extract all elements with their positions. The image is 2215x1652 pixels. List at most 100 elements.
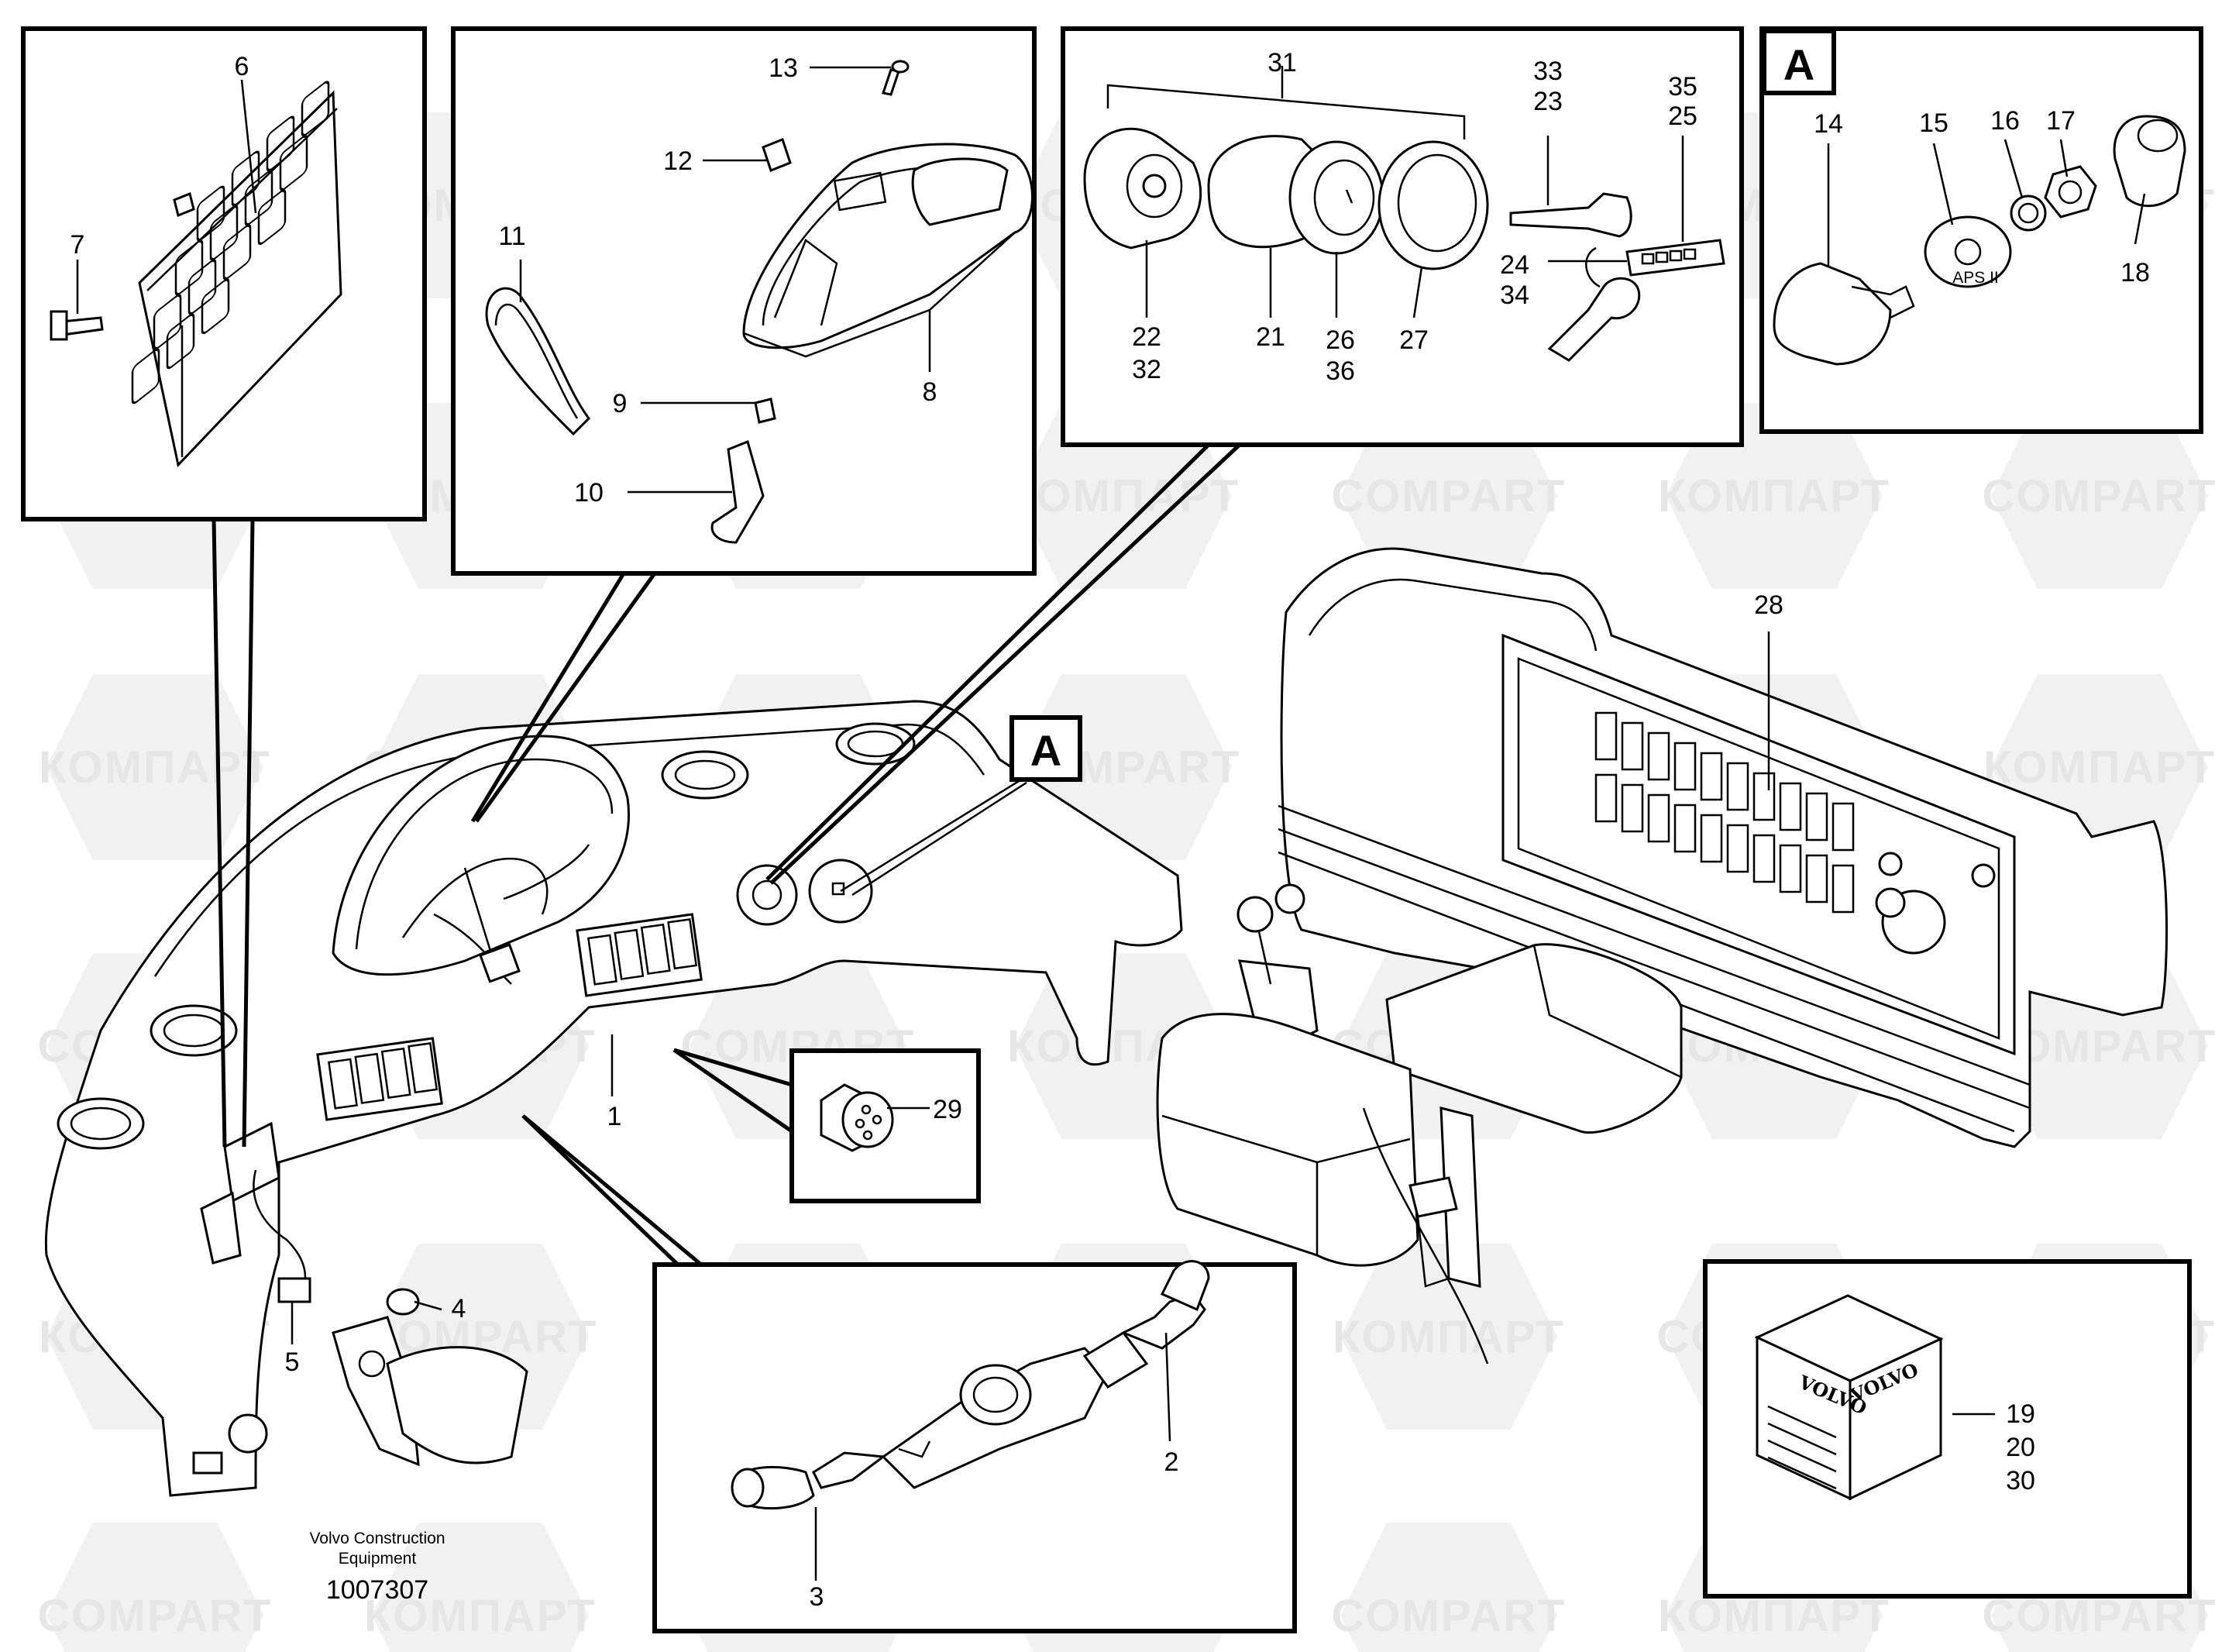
label-36: 36 xyxy=(1326,356,1355,386)
label-26: 26 xyxy=(1326,325,1355,355)
console-rocker-switch xyxy=(1647,793,1670,843)
key-tag-digits xyxy=(1641,248,1697,265)
armrest xyxy=(1385,943,1683,1134)
joystick-knob xyxy=(1236,896,1274,933)
label-13: 13 xyxy=(769,53,798,83)
console-rocker-switch xyxy=(1673,742,1697,791)
callout-A-label: A xyxy=(1030,726,1061,775)
gauge-cluster-opening xyxy=(332,735,630,976)
console-rocker-switch xyxy=(1726,762,1749,811)
label-33: 33 xyxy=(1533,57,1563,86)
keypad-buttons xyxy=(131,81,330,404)
label-18: 18 xyxy=(2120,258,2150,287)
console-rocker-switch xyxy=(1621,721,1644,771)
console-rocker-switch xyxy=(1621,783,1644,833)
label-11: 11 xyxy=(498,222,525,251)
label-5: 5 xyxy=(285,1347,300,1377)
keypad-button xyxy=(222,224,252,280)
label-23: 23 xyxy=(1533,87,1563,116)
vent-left-2 xyxy=(57,1097,145,1150)
label-24: 24 xyxy=(1500,250,1529,280)
knob-18 xyxy=(2113,115,2186,208)
switch-panel xyxy=(1501,633,2016,1056)
detail-A-flag-box xyxy=(1762,29,1836,95)
label-7: 7 xyxy=(71,230,85,260)
watermark-text: КОМПАРТ xyxy=(39,742,271,793)
watermark-text: COMPART xyxy=(1332,1591,1567,1641)
label-32: 32 xyxy=(1132,355,1161,384)
label-10: 10 xyxy=(574,478,604,508)
label-12: 12 xyxy=(663,146,693,176)
key-23 xyxy=(1509,192,1632,238)
label-1: 1 xyxy=(607,1102,622,1131)
console-rocker-switch xyxy=(1700,814,1723,863)
label-31: 31 xyxy=(1267,48,1297,77)
credit-line-1: Volvo Construction xyxy=(309,1530,445,1547)
cover-plate xyxy=(332,1316,420,1467)
keypad-button xyxy=(301,81,330,137)
label-25: 25 xyxy=(1668,102,1697,131)
label-19: 19 xyxy=(2006,1399,2035,1429)
label-3: 3 xyxy=(810,1582,824,1612)
inset-detail-A: APS II xyxy=(1759,26,2203,434)
lock-washer-16 xyxy=(2010,194,2047,232)
detail-A-label: A xyxy=(1783,40,1814,89)
console-rocker-switch xyxy=(1647,731,1670,781)
watermark-text: COMPART xyxy=(38,1591,273,1641)
inset-ignition-switch xyxy=(1061,26,1744,447)
console-rocker-switch xyxy=(1726,824,1749,873)
inset-lever-switch xyxy=(652,1260,1297,1633)
key-24 xyxy=(1547,277,1641,362)
inset-keypad xyxy=(21,26,427,521)
label-4: 4 xyxy=(452,1294,466,1323)
document-number: 1007307 xyxy=(326,1575,428,1605)
watermark-shape xyxy=(1340,403,1557,589)
keypad-button xyxy=(257,189,287,246)
watermark-text: КОМПАРТ xyxy=(1983,742,2215,793)
console-rocker-switch xyxy=(1673,804,1697,853)
label-8: 8 xyxy=(923,377,937,407)
watermark-text: КОМПАРТ xyxy=(1333,1312,1565,1362)
rocker-block-center xyxy=(576,913,703,997)
callout-A-box xyxy=(1009,715,1082,782)
ignition-hole xyxy=(736,864,798,926)
inset-plug xyxy=(789,1048,981,1203)
lock-cylinder-21 xyxy=(1207,135,1319,249)
vent-top-1 xyxy=(661,750,749,800)
console-rocker-switch xyxy=(1805,792,1828,841)
lock-barrel-26 xyxy=(1288,140,1384,255)
keypad-button xyxy=(131,348,160,404)
watermark-shape xyxy=(46,674,263,860)
label-22: 22 xyxy=(1132,322,1161,352)
watermark-text: КОМПАРТ xyxy=(1658,1591,1890,1641)
watermark-shape xyxy=(1340,1244,1557,1430)
label-34: 34 xyxy=(1500,280,1529,310)
label-27: 27 xyxy=(1399,325,1429,355)
console-rocker-switch xyxy=(1700,752,1723,801)
watermark-shape xyxy=(1340,1523,1557,1652)
rocker-block-left xyxy=(316,1037,443,1121)
nut-17 xyxy=(2044,165,2097,219)
label-2: 2 xyxy=(1164,1447,1179,1477)
watermark-text: КОМПАРТ xyxy=(1007,471,1240,521)
inset-instrument-cluster xyxy=(451,26,1037,576)
credit-line-2: Equipment xyxy=(339,1550,417,1568)
watermark-text: COMPART xyxy=(1332,471,1567,521)
console-rocker-switch xyxy=(1594,711,1618,761)
console-rocker-switch xyxy=(1832,802,1855,852)
keypad-button xyxy=(279,135,308,191)
label-30: 30 xyxy=(2006,1466,2035,1495)
watermark-shape xyxy=(1666,403,1883,589)
watermark-text: COMPART xyxy=(1983,471,2215,521)
label-21: 21 xyxy=(1256,322,1285,352)
switch-plate-marking: APS II xyxy=(1952,269,1999,287)
console-rocker-switch xyxy=(1832,864,1855,914)
callout-pointers xyxy=(212,443,1241,1266)
console-rocker-switch xyxy=(1752,772,1776,821)
console-switch-array xyxy=(1594,711,1855,914)
label-35: 35 xyxy=(1668,72,1697,102)
watermark-shape xyxy=(1015,403,1232,589)
switch-plate-15 xyxy=(1924,215,2012,288)
label-16: 16 xyxy=(1990,106,2020,136)
